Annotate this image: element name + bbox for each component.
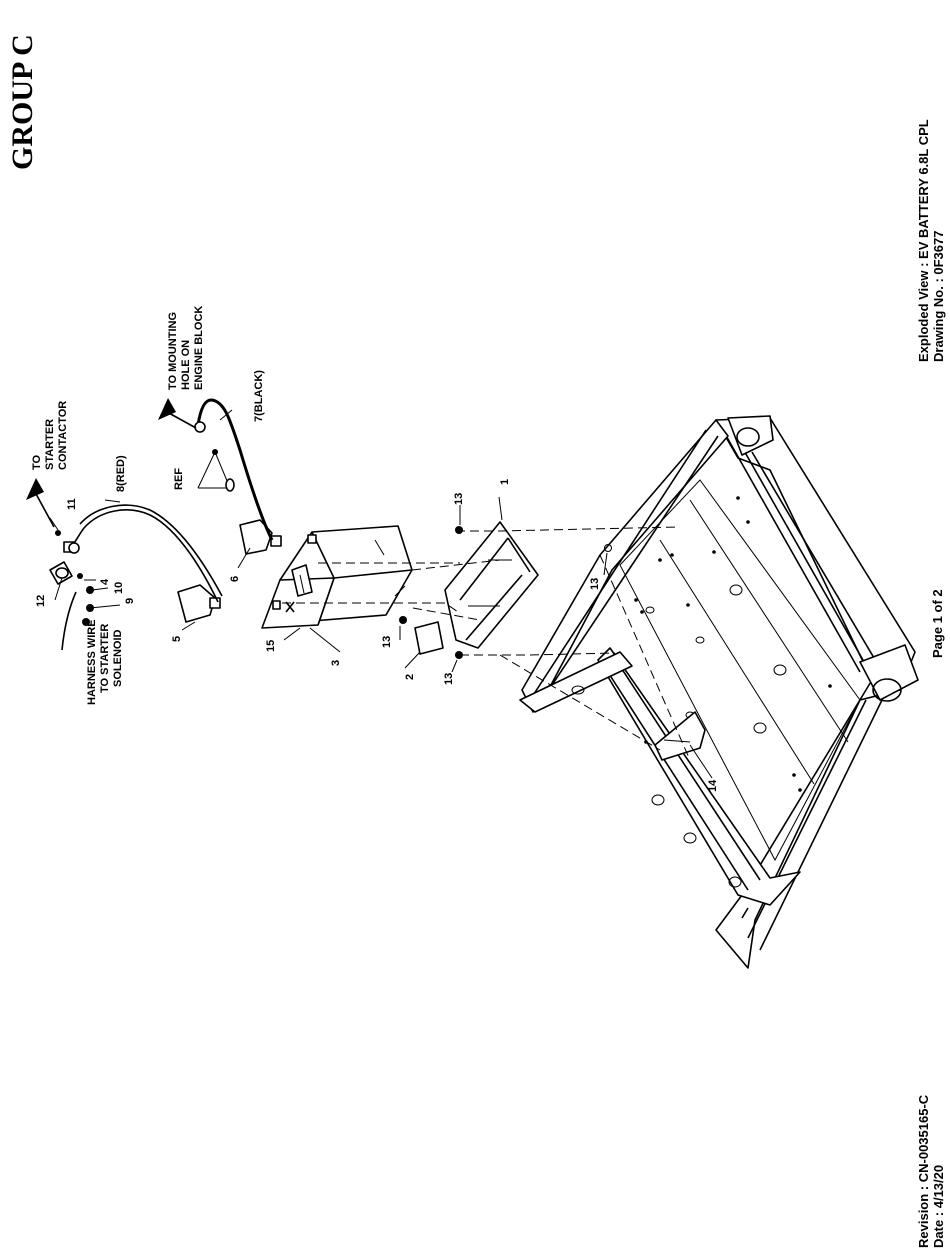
part-label-14: 14 [707, 779, 719, 792]
part-label-12: 12 [35, 595, 47, 607]
hold-down-clamp [415, 622, 443, 654]
callout-to-starter-contactor: TO STARTER CONTACTOR [31, 401, 69, 470]
part-label-1: 1 [499, 479, 511, 485]
part-label-11: 11 [66, 498, 78, 510]
part-label-8: 8(RED) [115, 455, 127, 492]
part-label-7: 7(BLACK) [253, 370, 265, 422]
battery-tray [445, 522, 538, 648]
callout-to-mounting-hole: TO MOUNTING HOLE ON ENGINE BLOCK [167, 306, 205, 390]
part-label-5: 5 [171, 636, 183, 642]
part-label-3: 3 [330, 660, 342, 666]
part-label-4: 4 [99, 578, 111, 585]
arrow-to-contactor [26, 478, 44, 500]
battery [262, 526, 412, 628]
bolt-13a [455, 526, 463, 534]
part-label-6: 6 [229, 576, 241, 582]
part-label-2: 2 [404, 674, 416, 680]
part-label-9: 9 [124, 598, 136, 604]
bolt-13c [455, 651, 463, 659]
part-label-10: 10 [113, 582, 125, 594]
callout-ref: REF [173, 468, 185, 490]
frame-assembly [520, 416, 918, 968]
callout-harness-wire: HARNESS WIRE TO STARTER SOLENOID [86, 616, 124, 705]
arrow-to-engine-block [158, 398, 176, 420]
harness-wire [62, 592, 76, 650]
part-label-15: 15 [265, 640, 277, 652]
part-label-13-frame: 13 [589, 578, 601, 590]
part-label-13-bottom: 13 [443, 673, 455, 685]
terminal-cover-6 [240, 520, 272, 554]
part-label-13-top: 13 [453, 493, 465, 505]
part-label-13-mid: 13 [381, 636, 393, 648]
bolt-13b [399, 616, 407, 624]
